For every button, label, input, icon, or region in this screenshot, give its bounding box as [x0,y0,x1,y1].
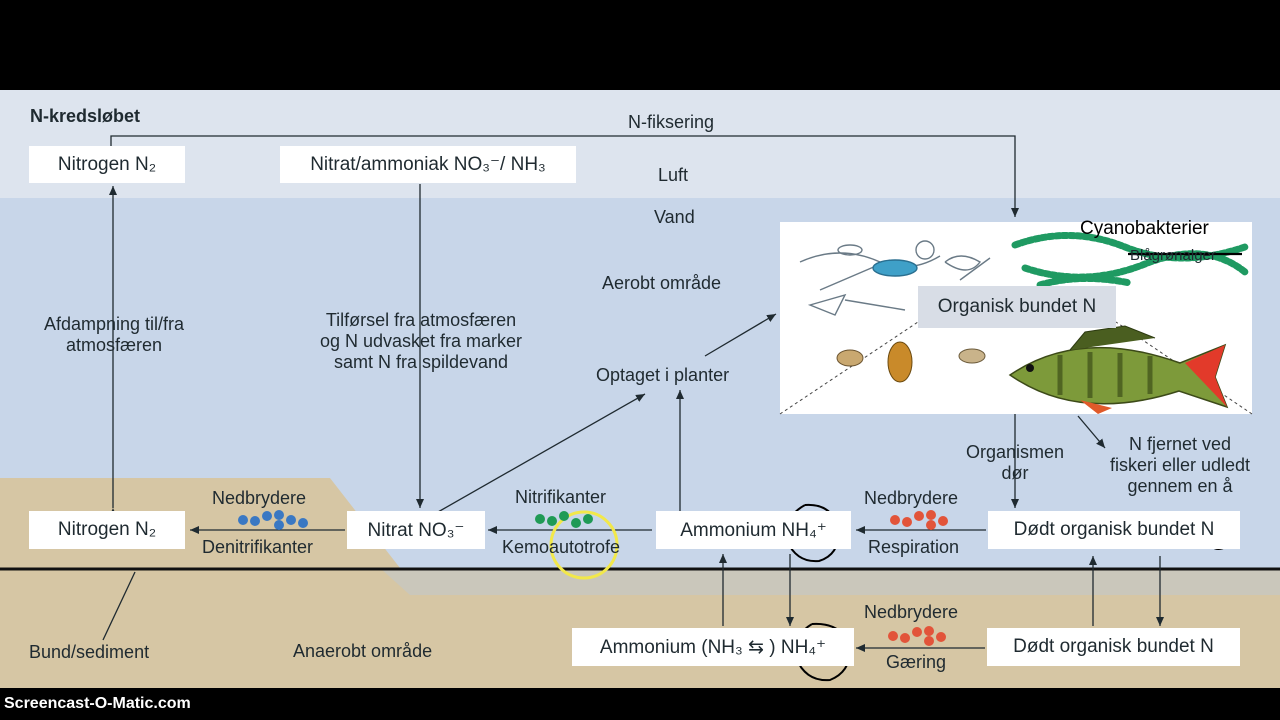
watermark-footer: Screencast-O-Matic.com [4,695,191,713]
box-nitrogen-top: Nitrogen N₂ [29,146,185,183]
label-denitrifikanter: Denitrifikanter [202,537,313,558]
label-cyanobakterier: Cyanobakterier [1080,218,1209,239]
nedbrydere-red-dots-gaering [888,626,958,646]
label-gaering: Gæring [886,652,946,673]
box-doedt-top: Dødt organisk bundet N [988,511,1240,549]
label-nedbrydere-denitrifikation: Nedbrydere [212,488,306,509]
nitrifikanter-green-dots [535,510,605,530]
label-anaerobt: Anaerobt område [293,641,432,662]
box-nitrogen-bottom: Nitrogen N₂ [29,511,185,549]
label-aerobt: Aerobt område [602,273,721,294]
label-nitrifikanter: Nitrifikanter [515,487,606,508]
label-n-fjernet: N fjernet ved fiskeri eller udledt genne… [1090,434,1270,497]
label-luft: Luft [658,165,688,186]
air-region [0,90,1280,200]
label-afdampning: Afdampning til/fra atmosfæren [14,314,214,356]
label-n-fiksering: N-fiksering [628,112,714,133]
label-nedbrydere-respiration: Nedbrydere [864,488,958,509]
box-ammonium: Ammonium NH₄⁺ [656,511,851,549]
label-kemoautotrofe: Kemoautotrofe [502,537,620,558]
label-organismen-doer: Organismen dør [950,442,1080,484]
label-tilfoersel: Tilførsel fra atmosfæren og N udvasket f… [296,310,546,373]
label-optaget: Optaget i planter [596,365,729,386]
label-respiration: Respiration [868,537,959,558]
box-ammonium-sediment: Ammonium (NH₃ ⇆ ) NH₄⁺ [572,628,854,666]
label-nedbrydere-gaering: Nedbrydere [864,602,958,623]
sediment-shadow [380,568,1280,595]
diagram-heading: N-kredsløbet [30,106,140,127]
nedbrydere-blue-dots [238,510,308,530]
box-organisk-bundet: Organisk bundet N [918,286,1116,328]
nedbrydere-red-dots-respiration [890,510,960,530]
label-bund: Bund/sediment [29,642,149,663]
label-blaagronalger: Blågrønalger [1130,245,1216,266]
label-vand: Vand [654,207,695,228]
box-nitrat-ammoniak: Nitrat/ammoniak NO₃⁻/ NH₃ [280,146,576,183]
box-doedt-bottom: Dødt organisk bundet N [987,628,1240,666]
box-nitrat: Nitrat NO₃⁻ [347,511,485,549]
